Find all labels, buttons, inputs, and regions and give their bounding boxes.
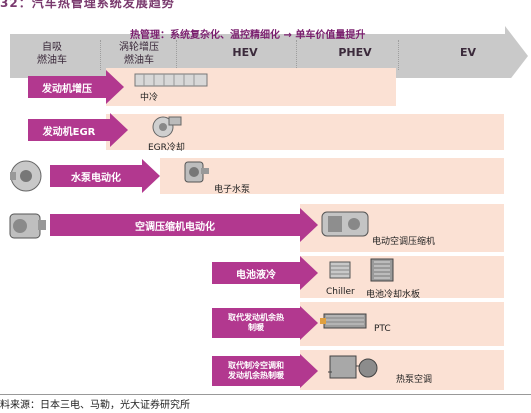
intercooler-icon: [133, 70, 209, 90]
stage-hev: HEV: [232, 46, 258, 59]
row-arrow-3: 水泵电动化: [50, 165, 142, 187]
row-label-4: 空调压缩机电动化: [135, 221, 215, 233]
row-arrow-5: 电池液冷: [212, 262, 300, 284]
heat-pump-icon: [320, 350, 390, 388]
row-label-5: 电池液冷: [236, 269, 276, 281]
component-label-7: 热泵空调: [396, 375, 433, 385]
row-label-7: 取代制冷空调和 发动机余热制暖: [228, 361, 284, 380]
row-label-6: 取代发动机余热 制暖: [228, 313, 284, 332]
row-arrow-tip-4: [300, 208, 318, 242]
row-arrow-6: 取代发动机余热 制暖: [212, 308, 300, 338]
row-arrow-4: 空调压缩机电动化: [50, 214, 300, 236]
row-arrow-7: 取代制冷空调和 发动机余热制暖: [212, 356, 300, 386]
stage-na-ice: 自吸 燃油车: [37, 42, 67, 66]
chiller-icon: [326, 256, 356, 284]
component-label-1: 中冷: [140, 93, 159, 103]
row-arrow-1: 发动机增压: [28, 76, 106, 98]
row-label-3: 水泵电动化: [71, 172, 121, 184]
component-label-6: PTC: [374, 324, 391, 334]
row-arrow-2: 发动机EGR: [28, 119, 110, 141]
battery-cooling-plate-icon: [368, 256, 398, 284]
separator-1: [100, 40, 101, 70]
row-arrow-tip-5: [300, 256, 318, 290]
separator-2: [176, 40, 177, 70]
stage-ev: EV: [459, 46, 477, 59]
component-label-4: 电动空调压缩机: [372, 237, 436, 247]
row-arrow-tip-7: [300, 354, 318, 388]
figure-title: 32：汽车热管理系统发展趋势: [0, 0, 175, 10]
electric-water-pump-icon: [180, 158, 212, 188]
row-label-2: 发动机EGR: [42, 126, 96, 138]
component-label-2: EGR冷却: [148, 143, 185, 153]
row-arrow-tip-1: [106, 70, 124, 104]
component-label-5b: 电池冷却水板: [366, 290, 421, 300]
component-label-3: 电子水泵: [214, 185, 251, 195]
component-label-5a: Chiller: [326, 287, 355, 297]
mechanical-water-pump-icon: [4, 158, 50, 194]
stage-phev: PHEV: [338, 46, 372, 59]
mechanical-compressor-icon: [4, 208, 50, 244]
electric-compressor-icon: [318, 206, 374, 242]
stage-turbo-ice: 涡轮增压 燃油车: [119, 42, 159, 66]
separator-3: [296, 40, 297, 70]
row-arrow-tip-3: [142, 159, 160, 193]
trend-title: 热管理：系统复杂化、温控精细化 → 单车价值量提升: [130, 30, 366, 41]
bottom-rule: [0, 394, 531, 395]
ptc-heater-icon: [318, 304, 374, 338]
source-note: 料来源：日本三电、马勒，光大证券研究所: [0, 400, 190, 411]
separator-4: [398, 40, 399, 70]
row-arrow-tip-2: [110, 113, 128, 147]
row-label-1: 发动机增压: [42, 83, 92, 95]
egr-cooler-icon: [148, 113, 184, 139]
row-band-3: [160, 158, 504, 194]
row-arrow-tip-6: [300, 306, 318, 340]
